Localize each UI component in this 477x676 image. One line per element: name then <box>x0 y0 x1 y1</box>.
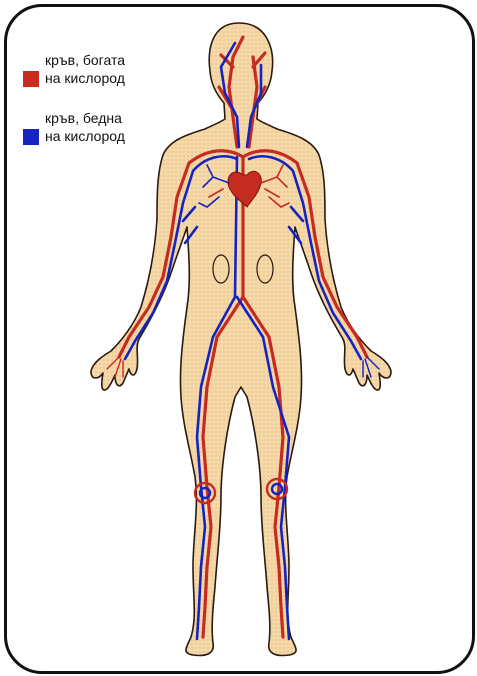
legend-label-line2: на кислород <box>45 69 125 87</box>
legend-label-line1: кръв, богата <box>45 51 125 69</box>
legend-item-oxygen-poor: кръв, бедна на кислород <box>23 109 125 145</box>
legend-label-line1: кръв, бедна <box>45 109 125 127</box>
legend: кръв, богата на кислород кръв, бедна на … <box>23 51 125 167</box>
legend-swatch-blue <box>23 129 39 145</box>
legend-swatch-red <box>23 71 39 87</box>
legend-label: кръв, богата на кислород <box>45 51 125 87</box>
legend-label-line2: на кислород <box>45 127 125 145</box>
legend-label: кръв, бедна на кислород <box>45 109 125 145</box>
diagram-frame: кръв, богата на кислород кръв, бедна на … <box>4 4 475 674</box>
legend-item-oxygen-rich: кръв, богата на кислород <box>23 51 125 87</box>
